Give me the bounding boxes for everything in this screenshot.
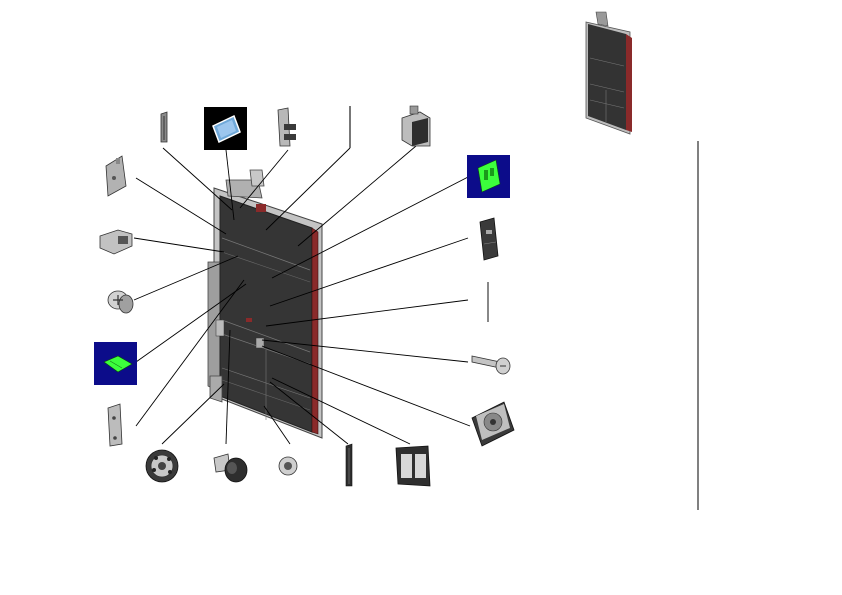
part-small-door[interactable] (479, 217, 499, 261)
fan-icon (471, 401, 515, 447)
overview-thumbnail (585, 11, 632, 135)
bar-icon (345, 443, 353, 487)
part-circuit-card[interactable] (94, 342, 137, 385)
standoff-icon (278, 456, 298, 476)
circuit-card-icon (103, 355, 133, 373)
part-display-module[interactable] (204, 107, 247, 150)
latch-icon (99, 229, 133, 255)
part-gear-hub[interactable] (145, 449, 179, 483)
display-icon (212, 114, 241, 144)
part-small-standoff[interactable] (278, 456, 298, 476)
part-thumb-knob[interactable] (213, 453, 248, 483)
part-long-bolt[interactable] (471, 355, 511, 375)
strip-icon (107, 403, 123, 447)
bolt-icon (471, 355, 511, 375)
frame-icon (395, 445, 431, 487)
rail-icon (160, 111, 168, 143)
part-vertical-rail[interactable] (160, 111, 168, 143)
gear-icon (145, 449, 179, 483)
part-side-bar[interactable] (345, 443, 353, 487)
part-upright-board[interactable] (467, 155, 510, 198)
part-panel-screw[interactable] (107, 290, 134, 314)
bracket-icon (277, 107, 296, 147)
part-mounting-strip[interactable] (107, 403, 123, 447)
part-connector-bracket[interactable] (277, 107, 296, 147)
part-power-block[interactable] (401, 105, 431, 147)
knob-icon (213, 453, 248, 483)
screw-icon (107, 290, 134, 314)
part-side-plate[interactable] (105, 155, 127, 197)
part-cooling-fan[interactable] (471, 401, 515, 447)
circuit-board-icon (477, 159, 501, 193)
part-dual-frame[interactable] (395, 445, 431, 487)
plate-icon (105, 155, 127, 197)
power-block-icon (401, 105, 431, 147)
door-icon (479, 217, 499, 261)
leader-lines (133, 145, 471, 445)
part-latch-block[interactable] (99, 229, 133, 255)
main-cabinet (207, 169, 323, 439)
